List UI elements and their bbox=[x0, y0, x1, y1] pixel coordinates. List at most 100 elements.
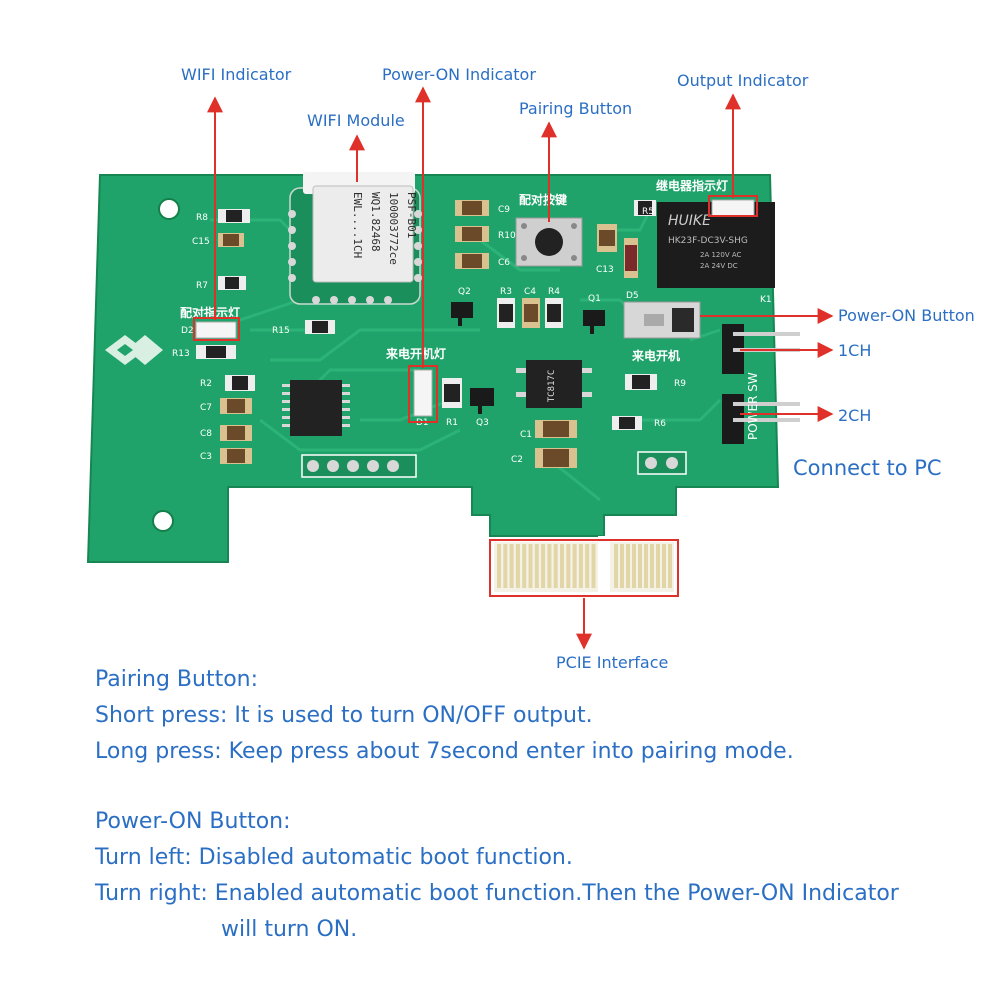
pcie-finger bbox=[632, 544, 636, 588]
pcie-finger bbox=[497, 544, 501, 588]
pairing-button-component bbox=[515, 217, 583, 267]
ref-label: C15 bbox=[192, 237, 210, 247]
ref-label: R9 bbox=[674, 379, 686, 389]
ref-label: C8 bbox=[200, 429, 212, 439]
ref-label: C9 bbox=[498, 205, 510, 215]
pcb-board bbox=[86, 174, 780, 563]
silk-pairing-button: 配对按键 bbox=[519, 192, 567, 207]
module-text-1: PSF-B01 bbox=[405, 192, 418, 238]
pcie-finger bbox=[626, 544, 630, 588]
pin-pads bbox=[301, 451, 687, 478]
pcie-key-notch bbox=[598, 536, 610, 596]
pcie-finger bbox=[656, 544, 660, 588]
pcie-finger bbox=[620, 544, 624, 588]
ref-label: C2 bbox=[511, 455, 523, 465]
pcie-finger bbox=[547, 544, 552, 588]
pcie-finger bbox=[614, 544, 618, 588]
wifi-led bbox=[195, 321, 237, 339]
header-silkscreen: POWER SW bbox=[746, 372, 760, 440]
silk-references: R8 C15 R7 D2 R13 R15 R2 C7 C8 C3 C9 R10 … bbox=[172, 205, 772, 465]
ref-label: R1 bbox=[446, 418, 458, 428]
pcie-finger bbox=[560, 544, 564, 588]
pairing-button-label: Pairing Button bbox=[519, 99, 633, 118]
ic-chip bbox=[282, 380, 350, 436]
wifi-indicator-box bbox=[193, 317, 240, 341]
ref-label: C7 bbox=[200, 403, 212, 413]
pin-header-2ch bbox=[722, 394, 800, 444]
ref-label: R6 bbox=[654, 419, 666, 429]
ref-label: R5 bbox=[642, 207, 654, 217]
power-turn-right: Turn right: Enabled automatic boot funct… bbox=[95, 881, 899, 906]
power-on-led bbox=[413, 369, 433, 417]
pcie-finger bbox=[644, 544, 648, 588]
module-text-2: 100003772ce bbox=[387, 192, 400, 265]
module-text-4: EWL....1CH bbox=[351, 192, 364, 258]
relay-rating-ac: 2A 120V AC bbox=[700, 251, 742, 259]
pcie-finger bbox=[566, 544, 571, 588]
power-on-indicator-label: Power-ON Indicator bbox=[382, 65, 536, 84]
ref-label: R3 bbox=[500, 287, 512, 297]
pcie-finger bbox=[668, 544, 672, 588]
power-heading: Power-ON Button: bbox=[95, 809, 291, 834]
pcie-finger bbox=[591, 544, 596, 588]
silk-relay-indicator: 继电器指示灯 bbox=[656, 178, 728, 193]
relay-model: HK23F-DC3V-SHG bbox=[668, 236, 748, 246]
wifi-module: PSF-B01 100003772ce WQ1.82468 EWL....1CH bbox=[288, 172, 422, 305]
pairing-heading: Pairing Button: bbox=[95, 667, 259, 692]
pcie-finger bbox=[650, 544, 654, 588]
module-text-3: WQ1.82468 bbox=[369, 192, 382, 252]
ch1-label: 1CH bbox=[838, 341, 872, 360]
pcie-finger bbox=[662, 544, 666, 588]
ref-label: R13 bbox=[172, 349, 190, 359]
ref-label: K1 bbox=[760, 295, 772, 305]
pcie-finger bbox=[585, 544, 590, 588]
power-on-button-label: Power-ON Button bbox=[838, 306, 975, 325]
ref-label: Q3 bbox=[476, 418, 489, 428]
optocoupler: TC817C bbox=[516, 360, 592, 408]
ref-label: Q1 bbox=[588, 294, 601, 304]
output-led bbox=[711, 199, 755, 217]
pcie-finger bbox=[503, 544, 508, 588]
power-turn-left: Turn left: Disabled automatic boot funct… bbox=[95, 845, 573, 870]
ref-label: D2 bbox=[181, 326, 194, 336]
ref-label: C3 bbox=[200, 452, 212, 462]
pcie-finger bbox=[528, 544, 533, 588]
output-indicator-label: Output Indicator bbox=[677, 71, 809, 90]
pcie-finger bbox=[638, 544, 642, 588]
pcie-finger bbox=[515, 544, 520, 588]
ref-label: C13 bbox=[596, 265, 614, 275]
ref-label: R7 bbox=[196, 281, 208, 291]
opto-text: TC817C bbox=[547, 370, 557, 403]
ref-label: R10 bbox=[498, 231, 516, 241]
pcie-finger bbox=[509, 544, 514, 588]
ref-label: R8 bbox=[196, 213, 208, 223]
ref-label: D5 bbox=[626, 291, 639, 301]
mount-hole-bottom bbox=[152, 510, 174, 532]
pcie-gold-fingers bbox=[494, 536, 674, 596]
silk-pairing-indicator: 配对指示灯 bbox=[180, 305, 240, 320]
pcie-finger bbox=[522, 544, 527, 588]
callout-arrows bbox=[207, 86, 834, 650]
pcie-finger bbox=[578, 544, 583, 588]
power-turn-right-cont: will turn ON. bbox=[221, 917, 358, 942]
connect-to-pc-label: Connect to PC bbox=[793, 456, 942, 480]
ref-label: C4 bbox=[524, 287, 536, 297]
pcie-finger bbox=[534, 544, 539, 588]
power-on-switch bbox=[623, 301, 701, 339]
silk-power-switch: 来电开机 bbox=[631, 348, 680, 363]
smd-components bbox=[196, 200, 657, 468]
ref-label: C1 bbox=[520, 430, 532, 440]
ch2-label: 2CH bbox=[838, 406, 872, 425]
ref-label: R2 bbox=[200, 379, 212, 389]
pcb-logo bbox=[105, 335, 163, 365]
wifi-indicator-label: WIFI Indicator bbox=[181, 65, 292, 84]
mount-hole-top bbox=[158, 198, 180, 220]
wifi-module-label: WIFI Module bbox=[307, 111, 405, 130]
transistors bbox=[451, 302, 605, 414]
relay-brand: HUIKE bbox=[668, 213, 711, 229]
pcie-interface-label: PCIE Interface bbox=[556, 653, 669, 672]
ref-label: C6 bbox=[498, 258, 510, 268]
pcie-finger bbox=[553, 544, 558, 588]
